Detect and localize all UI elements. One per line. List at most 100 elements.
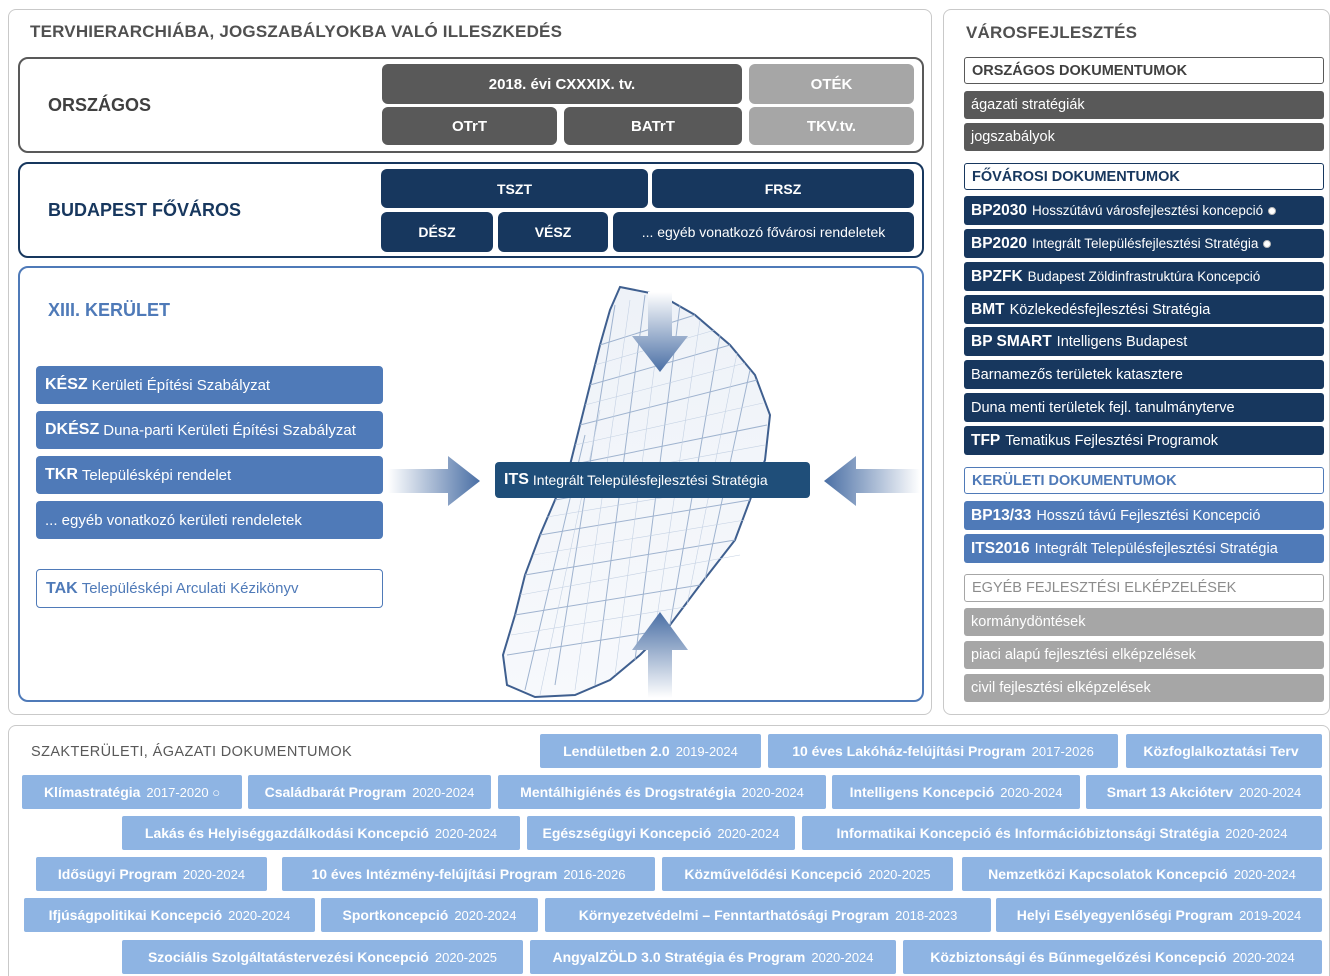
kesz-box: KÉSZ Kerületi Építési Szabályzat <box>36 366 383 404</box>
civil-elkepzelesek: civil fejlesztési elképzelések <box>964 674 1324 702</box>
doc-tag: Közbiztonsági és Bűnmegelőzési Koncepció… <box>903 940 1322 974</box>
kormanydontesek: kormánydöntések <box>964 608 1324 636</box>
its-text: Integrált Településfejlesztési Stratégia <box>532 472 768 488</box>
tkv-box: TKV.tv. <box>749 107 914 145</box>
keruleti-docs-head: KERÜLETI DOKUMENTUMOK <box>964 467 1324 494</box>
egyeb-keruleti-box: ... egyéb vonatkozó kerületi rendeletek <box>36 501 383 539</box>
orszagos-docs-head: ORSZÁGOS DOKUMENTUMOK <box>964 57 1324 84</box>
its2016-text: Integrált Településfejlesztési Stratégia <box>1034 540 1278 557</box>
bp2030-text: Hosszútávú városfejlesztési koncepció <box>1032 203 1264 218</box>
tfp-text: Tematikus Fejlesztési Programok <box>1005 432 1219 449</box>
bullet-icon <box>1268 206 1277 215</box>
bullet-icon <box>1263 239 1272 248</box>
budapest-row <box>18 162 924 258</box>
dkesz-box: DKÉSZ Duna-parti Kerületi Építési Szabál… <box>36 411 383 449</box>
desz-box: DÉSZ <box>381 212 493 252</box>
tkr-text: Településképi rendelet <box>81 466 232 484</box>
barnamezos-text: Barnamezős területek katasztere <box>971 366 1183 383</box>
dkesz-text: Duna-parti Kerületi Építési Szabályzat <box>103 421 356 439</box>
its-abbr: ITS <box>504 471 529 488</box>
bp2020-item: BP2020 Integrált Településfejlesztési St… <box>964 229 1324 258</box>
tszt-box: TSZT <box>381 169 648 208</box>
tfp-item: TFP Tematikus Fejlesztési Programok <box>964 426 1324 455</box>
kesz-text: Kerületi Építési Szabályzat <box>91 376 271 394</box>
piaci-elkepzelesek: piaci alapú fejlesztési elképzelések <box>964 641 1324 669</box>
bp2030-abbr: BP2030 <box>971 201 1028 219</box>
doc-tag: Közfoglalkoztatási Terv <box>1126 734 1322 768</box>
kerulet-row <box>18 266 924 702</box>
bp-smart-text: Intelligens Budapest <box>1056 333 1188 350</box>
egyeb-fovarosi-box: ... egyéb vonatkozó fővárosi rendeletek <box>613 212 914 252</box>
varosfejlesztes-title: VÁROSFEJLESZTÉS <box>966 23 1138 42</box>
orszagos-row <box>18 57 924 153</box>
budapest-label: BUDAPEST FŐVÁROS <box>48 200 242 220</box>
arrow-left-icon <box>824 456 920 506</box>
law-2018-box: 2018. évi CXXXIX. tv. <box>382 64 742 104</box>
agazati-strategiak: ágazati stratégiák <box>964 91 1324 119</box>
fovarosi-docs-head: FŐVÁROSI DOKUMENTUMOK <box>964 163 1324 190</box>
arrow-down-icon <box>632 292 688 372</box>
egyeb-docs-head: EGYÉB FEJLESZTÉSI ELKÉPZELÉSEK <box>964 574 1324 602</box>
kesz-abbr: KÉSZ <box>45 376 88 393</box>
tfp-abbr: TFP <box>971 431 1001 449</box>
batrt-box: BATrT <box>564 107 742 145</box>
bpzfk-abbr: BPZFK <box>971 267 1023 285</box>
its-box: ITS Integrált Településfejlesztési Strat… <box>495 462 810 498</box>
bpzfk-item: BPZFK Budapest Zöldinfrastruktúra Koncep… <box>964 262 1324 291</box>
bp-smart-abbr: BP SMART <box>971 332 1052 350</box>
duna-menti-text: Duna menti területek fejl. tanulmányterv… <box>971 399 1235 416</box>
orszagos-label: ORSZÁGOS <box>48 95 152 115</box>
tak-box: TAK Településképi Arculati Kézikönyv <box>36 569 383 608</box>
vesz-box: VÉSZ <box>498 212 608 252</box>
doc-tag: Szociális Szolgáltatástervezési Koncepci… <box>122 940 523 974</box>
bmt-text: Közlekedésfejlesztési Stratégia <box>1009 301 1211 318</box>
jogszabalyok: jogszabályok <box>964 123 1324 151</box>
tkr-box: TKR Településképi rendelet <box>36 456 383 494</box>
otrt-box: OTrT <box>382 107 557 145</box>
doc-tag: Környezetvédelmi – Fenntarthatósági Prog… <box>545 898 991 932</box>
its2016-item: ITS2016 Integrált Településfejlesztési S… <box>964 534 1324 563</box>
duna-menti-item: Duna menti területek fejl. tanulmányterv… <box>964 393 1324 422</box>
bpzfk-text: Budapest Zöldinfrastruktúra Koncepció <box>1027 269 1261 284</box>
otek-box: OTÉK <box>749 64 914 104</box>
barnamezos-item: Barnamezős területek katasztere <box>964 360 1324 389</box>
hierarchy-title: TERVHIERARCHIÁBA, JOGSZABÁLYOKBA VALÓ IL… <box>30 22 563 41</box>
bp1333-item: BP13/33 Hosszú távú Fejlesztési Koncepci… <box>964 501 1324 530</box>
bp1333-text: Hosszú távú Fejlesztési Koncepció <box>1036 507 1261 524</box>
szakteruleti-title: SZAKTERÜLETI, ÁGAZATI DOKUMENTUMOK <box>31 744 353 760</box>
bp2020-text: Integrált Településfejlesztési Stratégia <box>1032 236 1259 251</box>
bp-smart-item: BP SMART Intelligens Budapest <box>964 327 1324 356</box>
tak-abbr: TAK <box>46 579 78 597</box>
bmt-item: BMT Közlekedésfejlesztési Stratégia <box>964 295 1324 324</box>
its2016-abbr: ITS2016 <box>971 539 1030 557</box>
bp1333-abbr: BP13/33 <box>971 506 1032 524</box>
bp2020-abbr: BP2020 <box>971 234 1028 252</box>
tak-text: Településképi Arculati Kézikönyv <box>81 580 299 597</box>
arrow-right-icon <box>388 456 480 506</box>
bp2030-item: BP2030 Hosszútávú városfejlesztési konce… <box>964 196 1324 225</box>
bmt-abbr: BMT <box>971 300 1005 318</box>
dkesz-abbr: DKÉSZ <box>45 421 100 438</box>
frsz-box: FRSZ <box>652 169 914 208</box>
arrow-up-icon <box>632 612 688 698</box>
doc-tag: Informatikai Koncepció és Információbizt… <box>802 816 1322 850</box>
tkr-abbr: TKR <box>45 466 78 483</box>
egyeb-keruleti-text: ... egyéb vonatkozó kerületi rendeletek <box>45 511 302 529</box>
